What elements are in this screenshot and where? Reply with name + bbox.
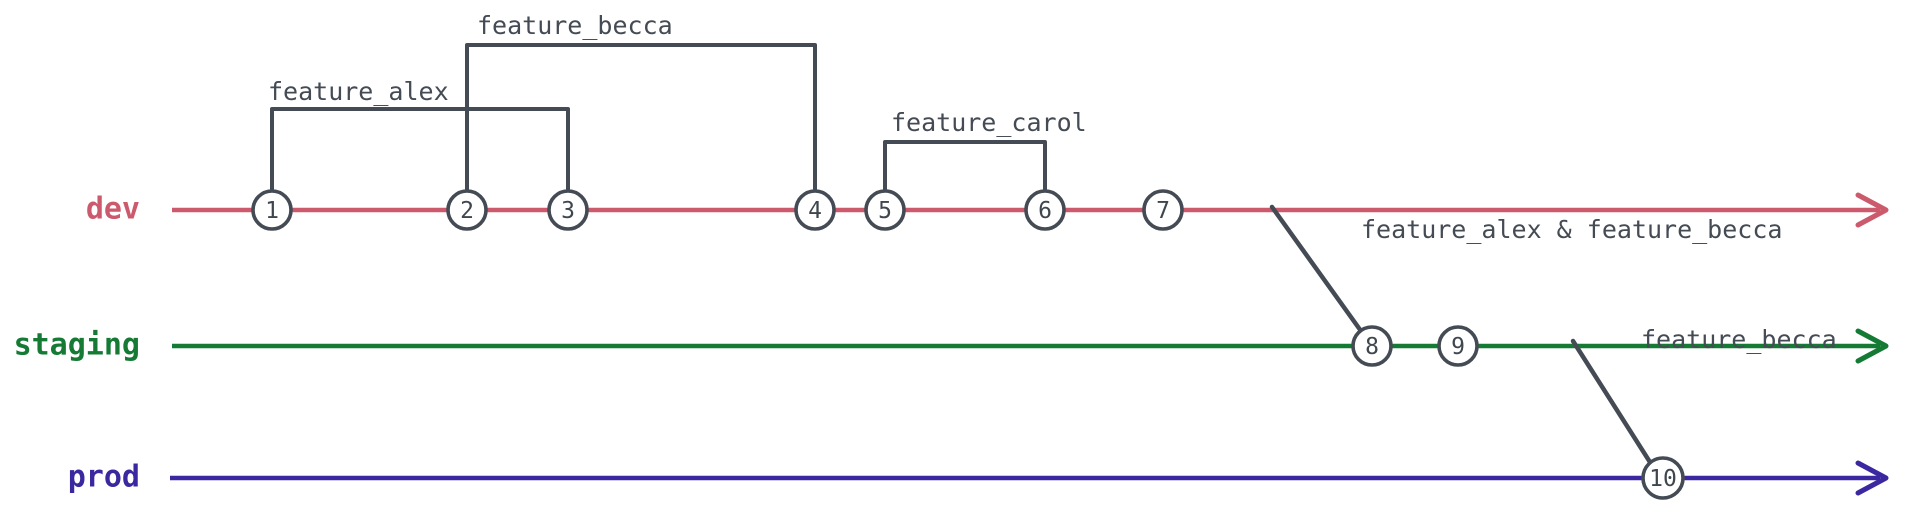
commit-circle-7: [1142, 189, 1184, 231]
feature-label-feature_becca: feature_becca: [477, 11, 673, 40]
branch-arrowhead-prod: [1855, 460, 1889, 496]
commit-number-3: 3: [561, 198, 575, 224]
commit-node-5[interactable]: 5: [864, 189, 906, 231]
commit-node-6[interactable]: 6: [1024, 189, 1066, 231]
merge-line-2: [1570, 338, 1658, 473]
commit-number-1: 1: [265, 198, 279, 224]
branch-arrowhead-staging: [1855, 328, 1889, 364]
commit-node-3[interactable]: 3: [547, 189, 589, 231]
commit-number-10: 10: [1649, 466, 1677, 492]
commit-number-2: 2: [460, 198, 474, 224]
feature-bracket-feature_alex: [270, 107, 570, 212]
commit-node-10[interactable]: 10: [1641, 456, 1685, 500]
commit-node-8[interactable]: 8: [1351, 325, 1393, 367]
commit-number-5: 5: [878, 198, 892, 224]
feature-label-feature_alex: feature_alex: [268, 77, 449, 106]
commit-number-9: 9: [1451, 334, 1465, 360]
commit-nodes-layer: 1 2 3 4 5 6 7 8 9 10: [251, 189, 1685, 500]
branch-arrowhead-dev: [1855, 192, 1889, 228]
branch-label-prod: prod: [68, 460, 140, 495]
commit-number-4: 4: [808, 198, 822, 224]
merge-lines-layer: feature_alex & feature_becca feature_becc…: [1269, 204, 1837, 473]
merge-label-1: feature_alex & feature_becca: [1361, 215, 1782, 244]
branch-label-staging: staging: [14, 328, 140, 363]
branch-labels-layer: dev staging prod: [14, 192, 140, 495]
commit-number-7: 7: [1156, 198, 1170, 224]
commit-circle-9: [1437, 325, 1479, 367]
commit-circle-1: [251, 189, 293, 231]
commit-circle-8: [1351, 325, 1393, 367]
commit-node-7[interactable]: 7: [1142, 189, 1184, 231]
commit-node-1[interactable]: 1: [251, 189, 293, 231]
feature-label-feature_carol: feature_carol: [891, 108, 1087, 137]
merge-line-1: [1269, 204, 1369, 341]
commit-circle-2: [446, 189, 488, 231]
commit-number-8: 8: [1365, 334, 1379, 360]
commit-node-9[interactable]: 9: [1437, 325, 1479, 367]
commit-node-4[interactable]: 4: [794, 189, 836, 231]
commit-circle-3: [547, 189, 589, 231]
commit-number-6: 6: [1038, 198, 1052, 224]
merge-label-2: feature_becca: [1641, 325, 1837, 354]
commit-node-2[interactable]: 2: [446, 189, 488, 231]
feature-bracket-feature_becca: [465, 43, 817, 212]
commit-circle-10: [1641, 456, 1685, 500]
feature-brackets-layer: feature_alex feature_becca feature_carol: [268, 11, 1087, 212]
commit-circle-5: [864, 189, 906, 231]
commit-circle-4: [794, 189, 836, 231]
branch-label-dev: dev: [86, 192, 140, 227]
feature-bracket-feature_carol: [883, 140, 1047, 212]
commit-circle-6: [1024, 189, 1066, 231]
